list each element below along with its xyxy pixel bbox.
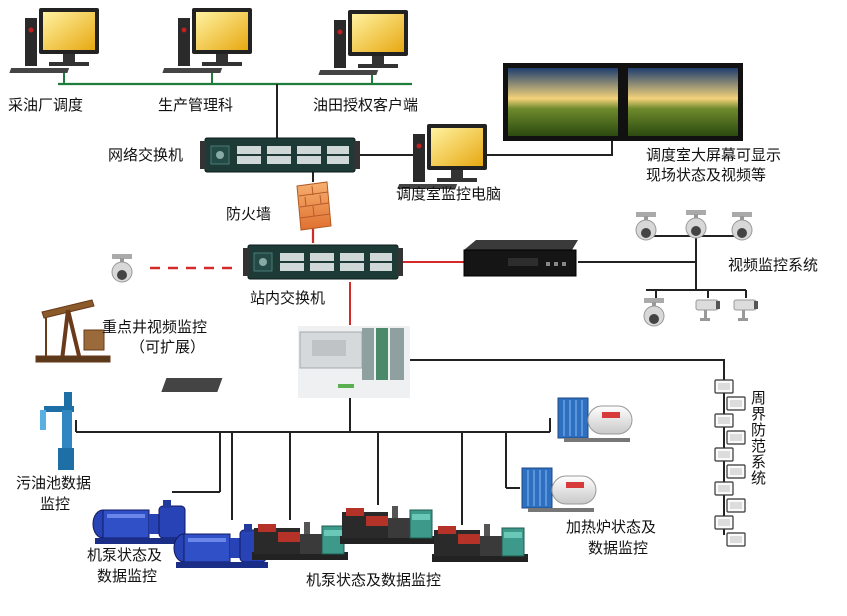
production-mgmt-computer [162, 8, 252, 73]
station-switch-device [242, 244, 404, 280]
plunger-pump-2 [339, 505, 437, 545]
label-sewage-pool-line2: 监控 [40, 495, 71, 513]
oil-plant-dispatch-computer [9, 8, 100, 73]
dome-camera-3 [731, 211, 753, 241]
plunger-pump-3 [431, 523, 529, 563]
bullet-camera-2 [733, 299, 759, 322]
dome-camera-4 [643, 297, 665, 327]
pumpjack-icon [35, 299, 111, 363]
submersible-pump-icon [40, 392, 74, 470]
label-pump-bottom: 机泵状态及数据监控 [306, 571, 442, 589]
multistage-pump-1 [92, 499, 188, 545]
label-key-well-line1: 重点井视频监控 [102, 318, 208, 336]
label-oil-plant-dispatch: 采油厂调度 [8, 96, 84, 114]
label-oilfield-client: 油田授权客户端 [313, 96, 419, 114]
plc-cabinet [161, 326, 410, 398]
label-video-system: 视频监控系统 [728, 256, 819, 274]
network-switch-device [199, 137, 361, 173]
bullet-camera-1 [695, 299, 721, 322]
label-pump-left-line1: 机泵状态及 [87, 546, 163, 564]
plunger-pump-1 [251, 521, 349, 561]
label-perimeter: 周界防范系统 [749, 390, 767, 486]
nvr-device [463, 240, 578, 277]
multistage-pump-2 [173, 523, 269, 569]
label-dispatch-monitor-pc: 调度室监控电脑 [396, 185, 502, 203]
label-key-well-line2: （可扩展） [130, 338, 206, 356]
dispatch-pc-to-screen-link [486, 140, 613, 156]
label-heater-line2: 数据监控 [588, 539, 649, 557]
label-big-screen-line1: 调度室大屏幕可显示 [646, 146, 782, 164]
field-bus [75, 398, 551, 525]
label-pump-left-line2: 数据监控 [97, 567, 158, 585]
label-network-switch: 网络交换机 [108, 146, 184, 164]
big-screen-monitors [503, 63, 743, 141]
label-heater-line1: 加热炉状态及 [566, 518, 657, 536]
well-dome-camera [111, 253, 133, 283]
dome-camera-1 [635, 211, 657, 241]
label-sewage-pool-line1: 污油池数据 [16, 474, 92, 492]
label-station-switch: 站内交换机 [250, 289, 326, 307]
label-big-screen-line2: 现场状态及视频等 [646, 166, 767, 184]
dome-camera-2 [685, 209, 707, 239]
dispatch-monitor-computer [397, 124, 487, 189]
label-firewall: 防火墙 [226, 205, 272, 223]
video-camera-bus [578, 230, 747, 298]
perimeter-sensor-chain [714, 379, 746, 547]
firewall-device [296, 181, 332, 231]
oilfield-client-computer [318, 10, 408, 75]
heater-furnace-1 [557, 397, 633, 443]
heater-furnace-2 [521, 467, 597, 513]
label-production-mgmt: 生产管理科 [158, 96, 234, 114]
